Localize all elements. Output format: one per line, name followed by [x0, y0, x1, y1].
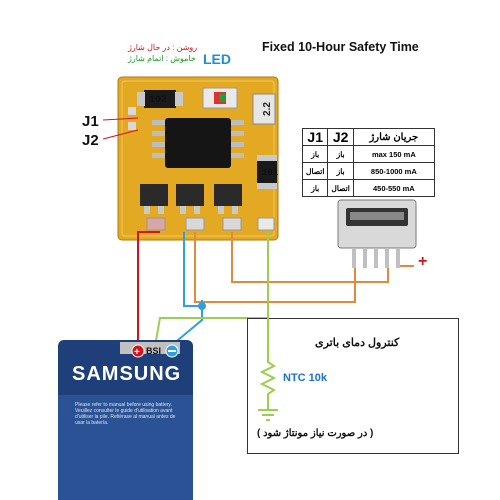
table-cell-j2: باز — [327, 162, 354, 180]
charger-ic — [165, 118, 231, 168]
led-label: LED — [203, 51, 231, 67]
table-cell-current: max 150 mA — [352, 145, 435, 163]
transistor-2 — [176, 184, 204, 206]
usb-connector — [337, 199, 417, 268]
charge-current-table: J1 J2 جریان شارژ باز باز max 150 mA اتصا… — [301, 128, 435, 197]
j1-label: J1 — [82, 113, 99, 130]
table-cell-current: 450-550 mA — [352, 179, 435, 197]
table-row: باز اتصال 450-550 mA — [301, 179, 435, 197]
battery-fine-print: Please refer to manual before using batt… — [75, 402, 176, 426]
table-cell-current: 850-1000 mA — [352, 162, 435, 180]
ntc-title: کنترول دمای باتری — [315, 337, 400, 349]
wire-blue — [171, 232, 203, 346]
transistor-3 — [214, 184, 242, 206]
svg-text:2.2: 2.2 — [262, 102, 273, 116]
ntc-panel — [247, 318, 459, 454]
table-header-current: جریان شارژ — [352, 128, 435, 146]
battery — [58, 340, 193, 500]
table-header-row: J1 J2 جریان شارژ — [301, 128, 435, 146]
table-cell-j2: اتصال — [327, 179, 354, 197]
transistor-1 — [140, 184, 168, 206]
battery-plus-terminal — [131, 344, 145, 358]
wire-green — [154, 232, 269, 347]
table-row: اتصال باز 850-1000 mA — [301, 162, 435, 180]
bsi-label: BSI — [146, 346, 162, 356]
table-header-j2: J2 — [327, 128, 354, 146]
ntc-note: ( در صورت نیاز مونتاژ شود ) — [257, 428, 374, 439]
led-status-off: خاموش : اتمام شارژ — [128, 54, 196, 63]
capacitor-top — [252, 93, 276, 125]
usb-plus-sign: + — [418, 253, 428, 270]
chip-102-label: 102 — [149, 95, 168, 106]
table-header-j1: J1 — [301, 128, 329, 146]
table-cell-j1: باز — [301, 145, 329, 163]
wire-orange-2 — [231, 232, 389, 283]
page-title: Fixed 10-Hour Safety Time — [262, 40, 419, 54]
chip-181-label: 181 — [262, 168, 279, 178]
wire-red — [137, 231, 160, 346]
resistor-102 — [144, 90, 176, 108]
wire-orange-1 — [194, 232, 356, 303]
ntc-label: NTC 10k — [283, 372, 328, 384]
led-status-on: روشن : در حال شارژ — [128, 43, 198, 52]
resistor-181 — [257, 160, 277, 184]
table-cell-j1: اتصال — [301, 162, 329, 180]
table-cell-j1: باز — [301, 179, 329, 197]
j2-label: J2 — [82, 132, 99, 149]
svg-text:+: + — [134, 347, 140, 358]
battery-brand: SAMSUNG — [72, 363, 182, 385]
table-cell-j2: باز — [327, 145, 354, 163]
table-row: باز باز max 150 mA — [301, 145, 435, 163]
